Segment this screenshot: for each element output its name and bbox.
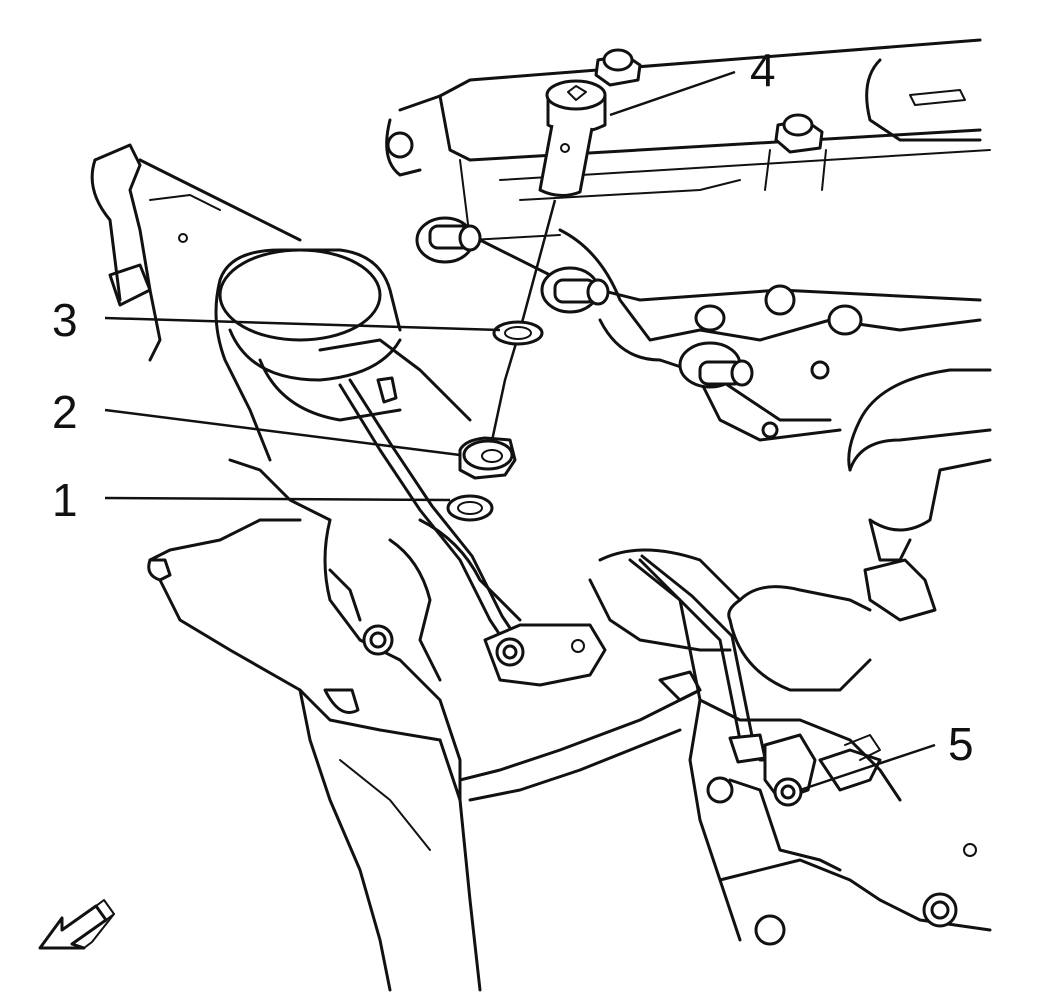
turbocharger xyxy=(90,143,472,742)
exhaust-pipe xyxy=(323,518,702,802)
callout-1: 1 xyxy=(52,474,78,526)
leader-line-5 xyxy=(799,743,936,792)
oil-feed-pipe xyxy=(338,378,607,687)
exploded-axis-line xyxy=(488,199,557,451)
part-5-clip-bolt xyxy=(628,554,881,807)
lower-structure xyxy=(298,558,992,992)
front-arrow-icon xyxy=(38,899,115,950)
manifold-studs xyxy=(386,131,863,439)
callout-2: 2 xyxy=(52,386,78,438)
leader-line-2 xyxy=(104,408,461,457)
coolant-hose xyxy=(588,368,992,692)
callout-3: 3 xyxy=(52,294,78,346)
callouts: 3 2 1 4 5 xyxy=(52,44,974,770)
callout-5: 5 xyxy=(948,718,974,770)
part-2-banjo-fitting xyxy=(458,436,517,480)
leader-line-4 xyxy=(609,70,736,117)
engine-block xyxy=(385,38,991,442)
callout-4: 4 xyxy=(750,44,776,96)
part-1-washer xyxy=(446,494,494,522)
leader-line-3 xyxy=(104,316,501,332)
part-4-banjo-bolt xyxy=(538,79,607,197)
part-3-washer xyxy=(492,320,544,346)
leader-line-1 xyxy=(104,496,451,502)
leader-lines xyxy=(104,70,936,792)
top-bolts xyxy=(594,48,827,191)
